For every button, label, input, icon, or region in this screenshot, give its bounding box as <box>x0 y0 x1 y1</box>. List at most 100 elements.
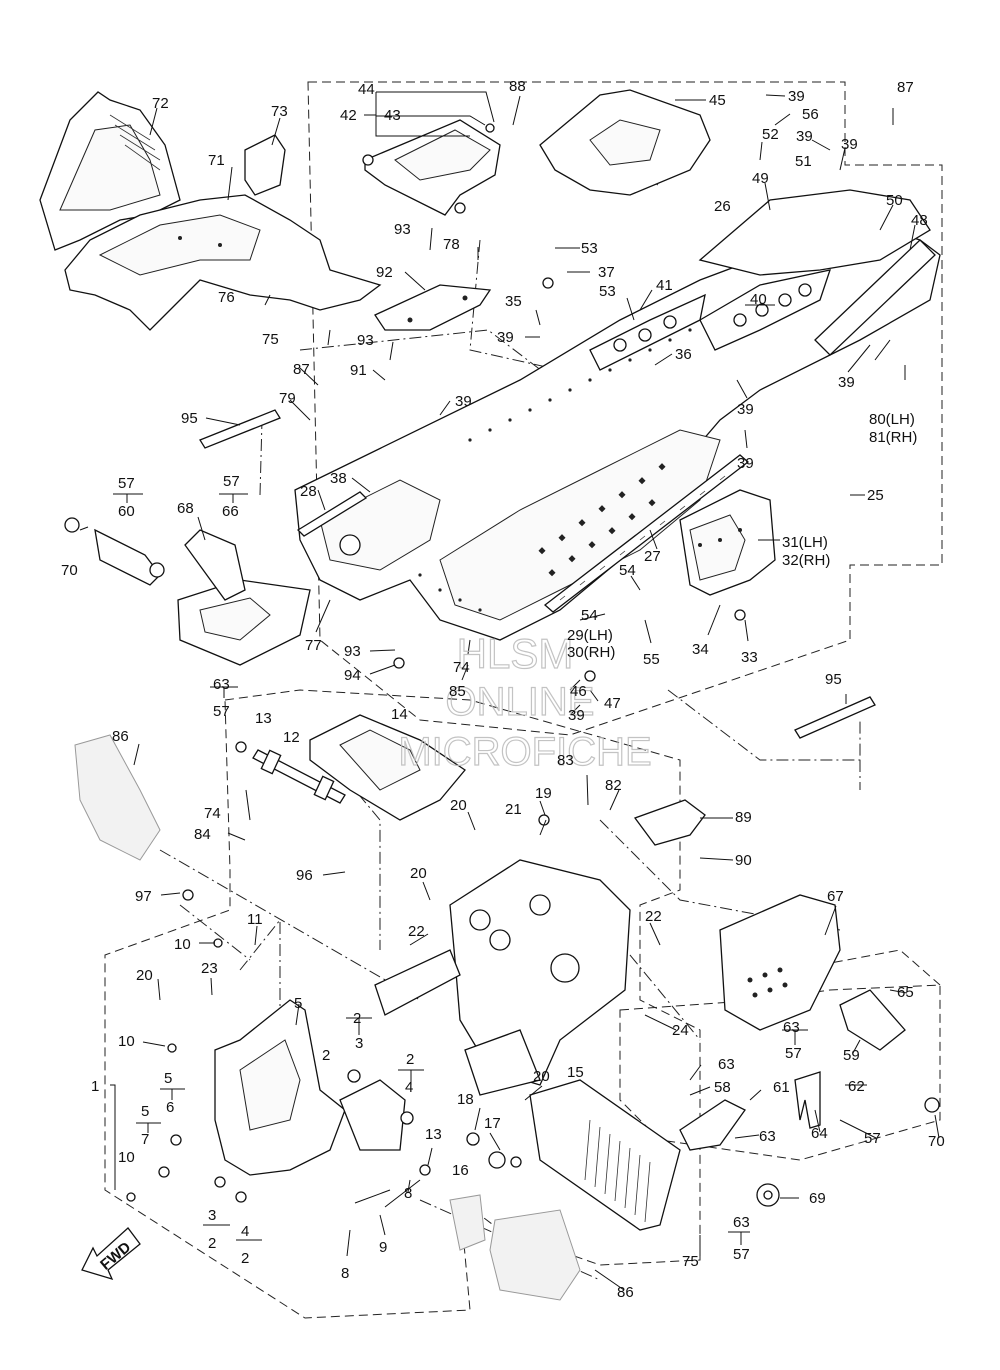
callout-42: 42 <box>340 107 357 124</box>
watermark-line3: MICROFICHE <box>398 730 651 774</box>
callout-91: 91 <box>350 362 367 379</box>
callout-64: 64 <box>811 1125 828 1142</box>
ghost-components <box>74 734 581 1301</box>
callout-67: 67 <box>827 888 844 905</box>
part-rear-brackets <box>589 189 936 371</box>
callout-53: 53 <box>581 240 598 257</box>
callout-39: 39 <box>796 128 813 145</box>
callout-95: 95 <box>181 410 198 427</box>
callout-63: 63 <box>733 1214 750 1231</box>
callout-87: 87 <box>897 79 914 96</box>
callout-50: 50 <box>886 192 903 209</box>
callout-5: 5 <box>141 1103 149 1120</box>
callout-8: 8 <box>341 1265 349 1282</box>
callout-47: 47 <box>604 695 621 712</box>
callout-61: 61 <box>773 1079 790 1096</box>
callout-22: 22 <box>645 908 662 925</box>
callout-10: 10 <box>174 936 191 953</box>
callout-1: 1 <box>91 1078 99 1095</box>
part-92-plate <box>374 284 492 331</box>
callout-13: 13 <box>425 1126 442 1143</box>
part-12-shaft <box>252 749 346 804</box>
part-71-front-cover <box>64 194 382 331</box>
callout-39: 39 <box>497 329 514 346</box>
callout-55: 55 <box>643 651 660 668</box>
callout-13: 13 <box>255 710 272 727</box>
callout-18: 18 <box>457 1091 474 1108</box>
callout-75: 75 <box>262 331 279 348</box>
callout-94: 94 <box>344 667 361 684</box>
callout-38: 38 <box>330 470 347 487</box>
callout-79: 79 <box>279 390 296 407</box>
callout-54: 54 <box>619 562 636 579</box>
callout-32: 32(RH) <box>782 552 830 569</box>
callout-56: 56 <box>802 106 819 123</box>
callout-40: 40 <box>750 291 767 308</box>
callout-39: 39 <box>455 393 472 410</box>
callout-80: 80(LH) <box>869 411 915 428</box>
callout-84: 84 <box>194 826 211 843</box>
callout-92: 92 <box>376 264 393 281</box>
part-69-hub <box>756 1183 780 1207</box>
callout-57: 57 <box>733 1246 750 1263</box>
callout-39: 39 <box>838 374 855 391</box>
callout-2: 2 <box>353 1010 361 1027</box>
callout-4: 4 <box>241 1223 249 1240</box>
callout-86: 86 <box>617 1284 634 1301</box>
part-95-plates <box>199 409 876 739</box>
callout-27: 27 <box>644 548 661 565</box>
callout-45: 45 <box>709 92 726 109</box>
callout-39: 39 <box>841 136 858 153</box>
part-67-skid <box>719 894 841 1031</box>
callout-81: 81(RH) <box>869 429 917 446</box>
part-89-plate <box>633 799 706 846</box>
callout-88: 88 <box>509 78 526 95</box>
callout-46: 46 <box>570 683 587 700</box>
callout-41: 41 <box>656 277 673 294</box>
callout-87: 87 <box>293 361 310 378</box>
callout-28: 28 <box>300 483 317 500</box>
callout-57: 57 <box>213 703 230 720</box>
callout-labels: 72 73 71 44 42 43 88 45 39 87 56 52 39 3… <box>61 78 945 1301</box>
callout-63: 63 <box>783 1019 800 1036</box>
callout-53: 53 <box>599 283 616 300</box>
callout-33: 33 <box>741 649 758 666</box>
watermark-line1: HLSM <box>457 630 574 677</box>
part-15-heat-exchanger <box>529 1079 681 1231</box>
callout-96: 96 <box>296 867 313 884</box>
callout-3: 3 <box>355 1035 363 1052</box>
callout-60: 60 <box>118 503 135 520</box>
callout-74: 74 <box>453 659 470 676</box>
callout-37: 37 <box>598 264 615 281</box>
callout-6: 6 <box>166 1099 174 1116</box>
part-28-rail <box>296 491 368 537</box>
callout-77: 77 <box>305 637 322 654</box>
callout-63: 63 <box>759 1128 776 1145</box>
watermark: HLSM ONLINE MICROFICHE <box>398 629 653 774</box>
callout-9: 9 <box>379 1239 387 1256</box>
callout-34: 34 <box>692 641 709 658</box>
callout-2: 2 <box>406 1051 414 1068</box>
callout-71: 71 <box>208 152 225 169</box>
callout-89: 89 <box>735 809 752 826</box>
callout-22: 22 <box>408 923 425 940</box>
callout-76: 76 <box>218 289 235 306</box>
callout-90: 90 <box>735 852 752 869</box>
callout-31: 31(LH) <box>782 534 828 551</box>
part-14-crossmember <box>309 714 466 821</box>
part-42-bracket <box>362 119 501 216</box>
part-26-plate <box>539 89 711 196</box>
callout-30: 30(RH) <box>567 644 615 661</box>
callout-52: 52 <box>762 126 779 143</box>
callout-20: 20 <box>533 1068 550 1085</box>
callout-65: 65 <box>897 984 914 1001</box>
part-61-62-64 <box>679 989 940 1151</box>
callout-93: 93 <box>357 332 374 349</box>
callout-73: 73 <box>271 103 288 120</box>
callout-10: 10 <box>118 1033 135 1050</box>
callout-2: 2 <box>241 1250 249 1267</box>
callout-26: 26 <box>714 198 731 215</box>
callout-82: 82 <box>605 777 622 794</box>
callout-2: 2 <box>208 1235 216 1252</box>
